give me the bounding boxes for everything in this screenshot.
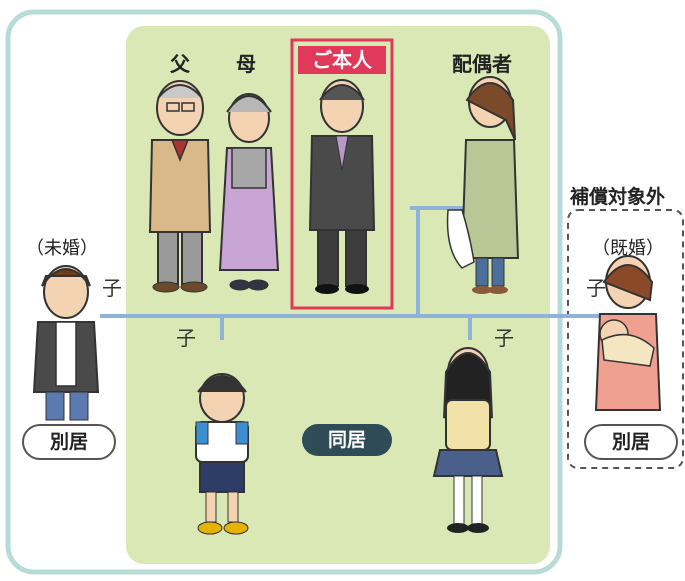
spouse-label: 配偶者 (452, 52, 512, 76)
spouse-woman-figure (446, 76, 520, 294)
child-label-married: 子 (586, 276, 606, 300)
child-label-unmarried: 子 (102, 276, 122, 300)
living-together-badge: 同居 (302, 424, 392, 456)
living-apart-badge-left: 別居 (22, 424, 116, 460)
excluded-label: 補償対象外 (570, 186, 666, 208)
self-label: ご本人 (298, 46, 386, 74)
excluded-box (567, 209, 684, 469)
unmarried-son-figure (32, 265, 100, 421)
self-man-figure (308, 79, 376, 294)
grandmother-figure (218, 93, 280, 291)
daughter-figure (432, 347, 504, 533)
married-label: （既婚） (592, 238, 664, 259)
child-label-son: 子 (176, 326, 196, 350)
mother-label: 母 (236, 52, 256, 76)
self-highlight-frame (290, 38, 394, 310)
son-figure (195, 373, 249, 535)
father-label: 父 (170, 52, 190, 76)
living-apart-badge-right: 別居 (584, 424, 678, 460)
grandfather-figure (148, 80, 212, 293)
married-daughter-figure (594, 255, 662, 411)
unmarried-label: （未婚） (26, 238, 98, 259)
child-label-daughter: 子 (494, 326, 514, 350)
